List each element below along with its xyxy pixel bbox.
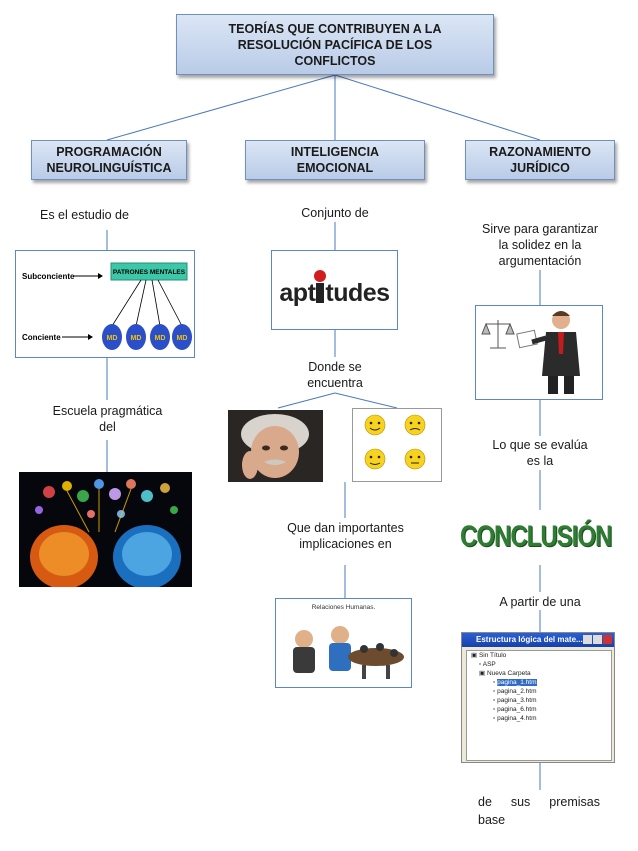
rj-text-4-line2: base bbox=[478, 811, 600, 829]
rj-heading: RAZONAMIENTO JURÍDICO bbox=[489, 144, 591, 176]
svg-text:MD: MD bbox=[155, 335, 166, 342]
window-controls bbox=[583, 635, 612, 644]
lawyer-image bbox=[475, 305, 603, 400]
aptitudes-i-stem bbox=[316, 283, 324, 303]
aptitudes-image: apt tudes bbox=[271, 250, 398, 330]
brains-image bbox=[19, 472, 192, 587]
ie-text-1: Conjunto de bbox=[270, 205, 400, 221]
rj-text-3: A partir de una bbox=[470, 594, 610, 610]
emotions-image bbox=[352, 408, 442, 482]
main-title: TEORÍAS QUE CONTRIBUYEN A LA RESOLUCIÓN … bbox=[229, 21, 442, 69]
rj-text-1: Sirve para garantizar la solidez en la a… bbox=[465, 221, 615, 269]
rj-text-4: de sus premisas base bbox=[478, 793, 600, 829]
patrones-label: PATRONES MENTALES bbox=[113, 269, 186, 276]
rj-text-2: Lo que se evalúa es la bbox=[470, 437, 610, 469]
relations-graphic bbox=[276, 599, 411, 687]
pnl-mind-diagram: Subconciente PATRONES MENTALES Conciente… bbox=[15, 250, 195, 358]
window-titlebar: Estructura lógica del mate... bbox=[462, 633, 614, 647]
pnl-heading: PROGRAMACIÓN NEUROLINGUÍSTICA bbox=[47, 144, 172, 176]
subconsciente-label: Subconciente bbox=[22, 272, 75, 281]
rj-text-4-line1: de sus premisas bbox=[478, 793, 600, 811]
mind-diagram-graphic: Subconciente PATRONES MENTALES Conciente… bbox=[16, 251, 194, 357]
aptitudes-left: apt bbox=[279, 279, 315, 307]
pnl-text-1: Es el estudio de bbox=[40, 207, 174, 223]
svg-text:MD: MD bbox=[131, 335, 142, 342]
tree-item[interactable]: ▫ pagina_2.htm bbox=[467, 687, 611, 696]
consciente-label: Conciente bbox=[22, 333, 61, 342]
einstein-graphic bbox=[228, 410, 323, 482]
rj-heading-box: RAZONAMIENTO JURÍDICO bbox=[465, 140, 615, 180]
relations-image: Relaciones Humanas. bbox=[275, 598, 412, 688]
ie-heading-box: INTELIGENCIA EMOCIONAL bbox=[245, 140, 425, 180]
conclusion-word: CONCLUSIÓN bbox=[460, 520, 610, 555]
svg-text:MD: MD bbox=[177, 335, 188, 342]
tree-item[interactable]: ▫ pagina_3.htm bbox=[467, 696, 611, 705]
lawyer-graphic bbox=[476, 306, 602, 399]
main-title-box: TEORÍAS QUE CONTRIBUYEN A LA RESOLUCIÓN … bbox=[176, 14, 494, 75]
brains-graphic bbox=[19, 472, 192, 587]
tree-item[interactable]: ▫ ASP bbox=[467, 660, 611, 669]
ie-text-2: Donde se encuentra bbox=[285, 359, 385, 391]
tree-item[interactable]: ▫ pagina_1.htm bbox=[467, 678, 611, 687]
structure-window: Estructura lógica del mate... ▣ Sin Títu… bbox=[461, 632, 615, 763]
pnl-heading-box: PROGRAMACIÓN NEUROLINGUÍSTICA bbox=[31, 140, 187, 180]
md-circles: MD MD MD MD bbox=[102, 324, 192, 350]
minimize-icon[interactable] bbox=[583, 635, 592, 644]
ie-text-3: Que dan importantes implicaciones en bbox=[268, 520, 423, 552]
svg-text:MD: MD bbox=[107, 335, 118, 342]
relaciones-label: Relaciones Humanas. bbox=[276, 604, 411, 611]
tree-item[interactable]: ▫ pagina_6.htm bbox=[467, 705, 611, 714]
tree-item[interactable]: ▣ Nueva Carpeta bbox=[467, 669, 611, 678]
pnl-text-2: Escuela pragmática del bbox=[35, 403, 180, 435]
tree-item[interactable]: ▣ Sin Título bbox=[467, 651, 611, 660]
einstein-image bbox=[228, 410, 323, 482]
window-title: Estructura lógica del mate... bbox=[476, 635, 583, 644]
close-icon[interactable] bbox=[603, 635, 612, 644]
maximize-icon[interactable] bbox=[593, 635, 602, 644]
tree-panel: ▣ Sin Título ▫ ASP ▣ Nueva Carpeta ▫ pag… bbox=[466, 650, 612, 761]
emotions-graphic bbox=[353, 409, 441, 481]
aptitudes-right: tudes bbox=[325, 279, 389, 307]
tree-item[interactable]: ▫ pagina_4.htm bbox=[467, 714, 611, 723]
ie-heading: INTELIGENCIA EMOCIONAL bbox=[291, 144, 379, 176]
